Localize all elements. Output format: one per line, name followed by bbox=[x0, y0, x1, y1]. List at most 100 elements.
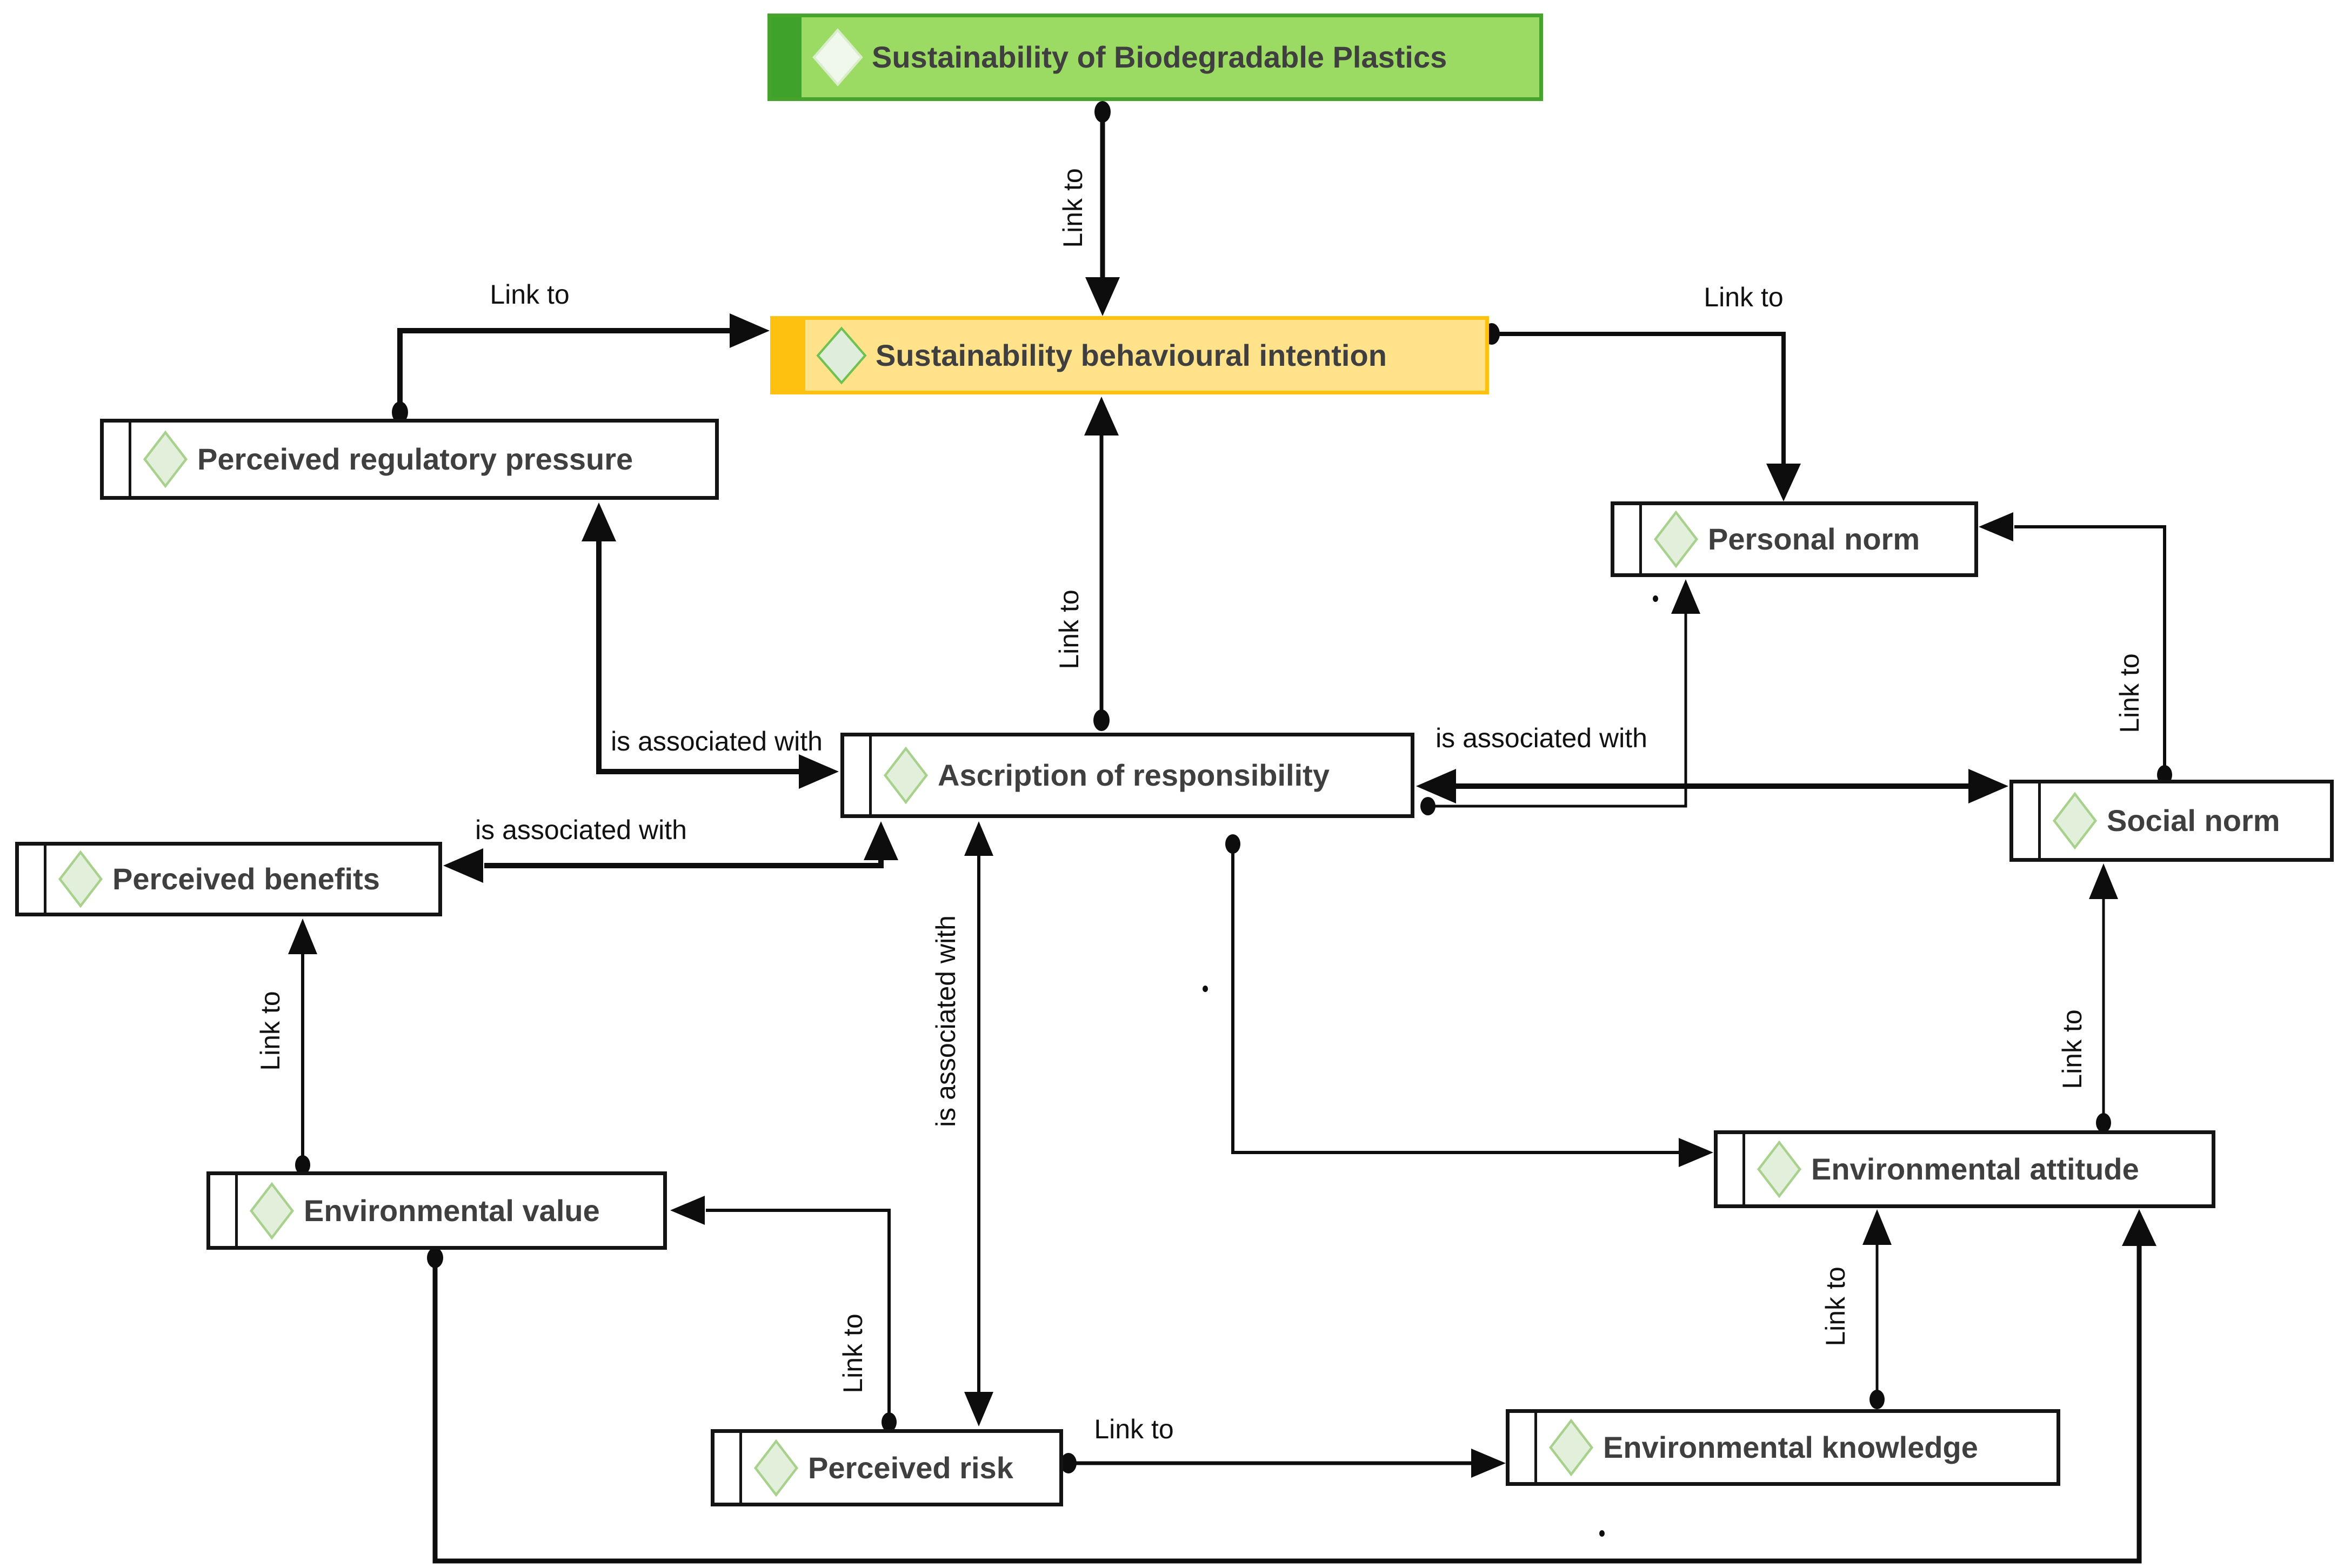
edge-label-link-to[interactable]: Link to bbox=[1094, 1414, 1174, 1444]
diamond-icon bbox=[143, 430, 188, 488]
node-personal-norm[interactable]: Personal norm bbox=[1611, 501, 1978, 577]
node-ascription-of-responsibility[interactable]: Ascription of responsibility bbox=[840, 733, 1414, 818]
edge-label-link-to[interactable]: Link to bbox=[1704, 282, 1784, 312]
arrowhead-left bbox=[443, 848, 483, 883]
node-label: Personal norm bbox=[1708, 522, 1920, 556]
stray-dot bbox=[1203, 986, 1208, 992]
stray-dot bbox=[1599, 1530, 1605, 1537]
node-label: Perceived risk bbox=[808, 1450, 1013, 1485]
node-left-cell bbox=[210, 1175, 238, 1246]
edge-label-link-to[interactable]: Link to bbox=[1054, 589, 1084, 669]
edge-label-link-to[interactable]: Link to bbox=[255, 991, 285, 1071]
node-label: Environmental knowledge bbox=[1603, 1430, 1978, 1464]
node-environmental-attitude[interactable]: Environmental attitude bbox=[1714, 1130, 2215, 1208]
node-label: Sustainability behavioural intention bbox=[876, 338, 1387, 372]
arrowhead-right bbox=[799, 754, 839, 789]
arrowhead-up bbox=[1084, 397, 1119, 435]
diamond-icon bbox=[883, 746, 929, 805]
diamond-icon bbox=[1548, 1418, 1594, 1477]
arrowhead-right bbox=[1471, 1449, 1506, 1478]
arrowhead-left bbox=[1979, 512, 2013, 541]
node-label: Ascription of responsibility bbox=[938, 758, 1330, 792]
arrowhead-down bbox=[1085, 277, 1120, 316]
edge-label-link-to[interactable]: Link to bbox=[838, 1314, 868, 1393]
diamond-icon bbox=[812, 28, 863, 86]
edge-ascription-assoc-benefits bbox=[443, 821, 898, 883]
diamond-icon bbox=[2052, 792, 2098, 850]
arrowhead-right bbox=[1968, 769, 2008, 803]
node-sustainability-behavioural-intention[interactable]: Sustainability behavioural intention bbox=[770, 316, 1489, 394]
edge-ascription-assoc-social-norm bbox=[1416, 769, 2008, 803]
node-label: Environmental attitude bbox=[1811, 1152, 2139, 1186]
node-perceived-benefits[interactable]: Perceived benefits bbox=[15, 842, 442, 916]
node-social-norm[interactable]: Social norm bbox=[2009, 780, 2334, 862]
arrowhead-up bbox=[964, 821, 993, 856]
edge-label-is-associated-with[interactable]: is associated with bbox=[931, 915, 961, 1127]
edge-label-link-to[interactable]: Link to bbox=[2057, 1009, 2087, 1089]
node-left-cell bbox=[1510, 1413, 1537, 1482]
node-sustainability-of-biodegradable-plastics[interactable]: Sustainability of Biodegradable Plastics bbox=[767, 14, 1543, 101]
arrowhead-up bbox=[582, 502, 616, 541]
arrowhead-left bbox=[1416, 769, 1456, 803]
edge-env-value-to-benefits bbox=[288, 919, 317, 1175]
node-left-cell bbox=[715, 1433, 742, 1503]
edge-intention-to-personal-norm bbox=[1484, 323, 1801, 501]
edge-social-norm-to-personal-norm bbox=[1979, 512, 2172, 785]
node-label: Sustainability of Biodegradable Plastics bbox=[872, 40, 1447, 74]
arrowhead-up bbox=[2122, 1209, 2156, 1246]
arrowhead-up bbox=[1671, 579, 1700, 614]
node-left-cell bbox=[1718, 1134, 1745, 1204]
edge-label-link-to[interactable]: Link to bbox=[1820, 1267, 1851, 1346]
node-environmental-knowledge[interactable]: Environmental knowledge bbox=[1506, 1409, 2060, 1486]
node-perceived-risk[interactable]: Perceived risk bbox=[711, 1429, 1063, 1506]
edge-env-attitude-to-social-norm bbox=[2089, 863, 2118, 1133]
arrowhead-up bbox=[2089, 863, 2118, 899]
edge-label-is-associated-with[interactable]: is associated with bbox=[611, 726, 823, 756]
diamond-icon bbox=[816, 326, 867, 385]
diamond-icon bbox=[753, 1439, 799, 1497]
node-left-cell bbox=[19, 846, 46, 913]
node-left-cell bbox=[1614, 505, 1642, 573]
edge-prp-assoc-ascription bbox=[582, 502, 839, 789]
edge-env-knowledge-to-env-attitude bbox=[1862, 1209, 1892, 1409]
node-perceived-regulatory-pressure[interactable]: Perceived regulatory pressure bbox=[100, 419, 719, 500]
edge-prp-to-intention bbox=[392, 313, 770, 423]
node-side-stripe bbox=[771, 17, 802, 97]
diamond-icon bbox=[1653, 510, 1699, 568]
edge-env-value-to-env-attitude bbox=[427, 1209, 2156, 1564]
node-side-stripe bbox=[774, 320, 805, 391]
edge-label-is-associated-with[interactable]: is associated with bbox=[475, 815, 687, 845]
node-label: Perceived regulatory pressure bbox=[197, 442, 633, 476]
node-label: Social norm bbox=[2107, 803, 2280, 837]
edge-main-to-intention bbox=[1085, 101, 1120, 316]
arrowhead-up bbox=[1862, 1209, 1892, 1245]
node-left-cell bbox=[844, 736, 872, 814]
edge-label-link-to[interactable]: Link to bbox=[1058, 168, 1088, 248]
arrowhead-right bbox=[730, 313, 770, 348]
diamond-icon bbox=[1757, 1140, 1802, 1198]
edge-ascription-assoc-risk bbox=[964, 821, 993, 1426]
arrowhead-down bbox=[1766, 464, 1801, 501]
arrowhead-left bbox=[670, 1196, 705, 1225]
node-label: Environmental value bbox=[304, 1193, 600, 1228]
arrowhead-up bbox=[288, 919, 317, 954]
arrowhead-up bbox=[864, 821, 898, 860]
edge-ascription-to-personal-norm bbox=[1420, 579, 1700, 815]
node-label: Perceived benefits bbox=[112, 862, 380, 896]
edge-label-link-to[interactable]: Link to bbox=[2114, 653, 2145, 733]
diamond-icon bbox=[249, 1182, 295, 1239]
edge-ascription-to-env-attitude bbox=[1225, 834, 1713, 1167]
edge-label-link-to[interactable]: Link to bbox=[490, 279, 570, 310]
node-environmental-value[interactable]: Environmental value bbox=[206, 1171, 667, 1250]
edge-ascription-to-intention bbox=[1084, 397, 1119, 731]
arrowhead-down bbox=[964, 1392, 993, 1426]
edge-risk-to-env-value bbox=[670, 1196, 897, 1432]
arrowhead-right bbox=[1679, 1138, 1713, 1167]
edge-risk-to-env-knowledge bbox=[1060, 1449, 1506, 1478]
stray-dot bbox=[1653, 595, 1658, 602]
node-left-cell bbox=[2013, 783, 2041, 858]
diamond-icon bbox=[58, 850, 103, 908]
edge-label-is-associated-with[interactable]: is associated with bbox=[1435, 723, 1647, 753]
